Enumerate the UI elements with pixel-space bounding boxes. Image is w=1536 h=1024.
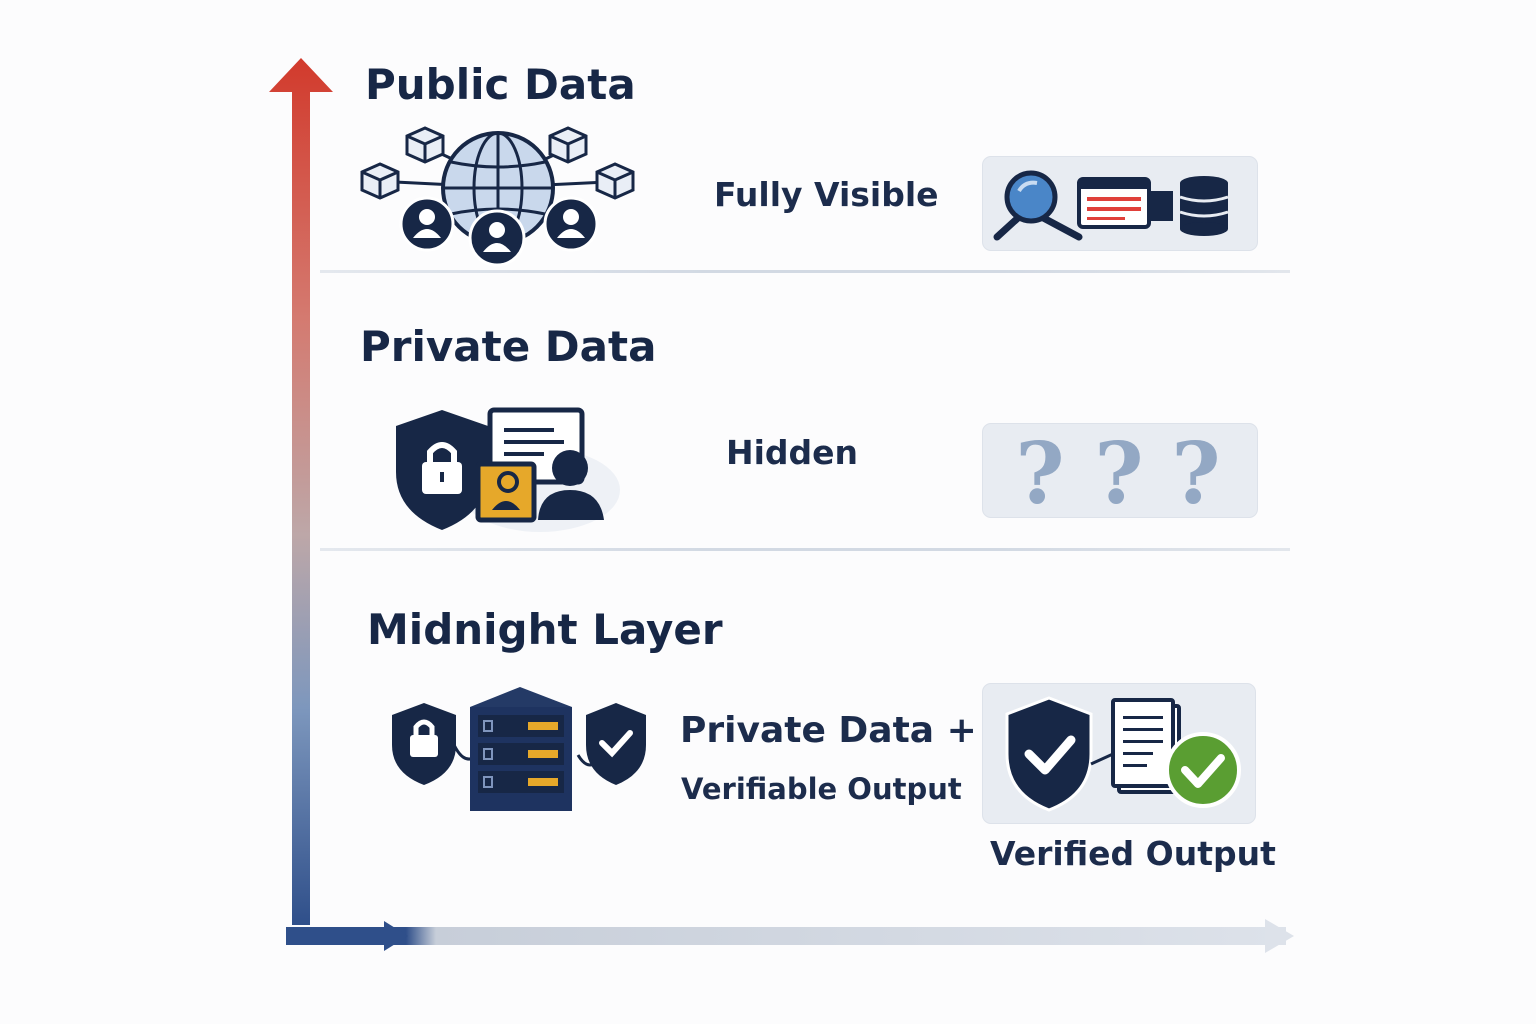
server-icon	[470, 687, 572, 811]
divider-top	[320, 270, 1290, 273]
public-data-panel	[982, 156, 1258, 251]
check-badge-icon	[1167, 734, 1239, 806]
browser-window-icon	[1079, 179, 1173, 227]
question-marks: ? ? ?	[983, 424, 1257, 517]
cube-icon	[597, 164, 633, 198]
user-icon	[545, 198, 597, 250]
public-data-description: Fully Visible	[714, 175, 939, 214]
verified-output-caption: Verified Output	[990, 834, 1276, 873]
divider-middle	[320, 548, 1290, 551]
verified-output-panel	[982, 683, 1256, 824]
user-icon	[401, 198, 453, 250]
user-icon	[470, 211, 524, 265]
private-data-description: Hidden	[726, 433, 858, 472]
magnifier-icon	[997, 173, 1079, 237]
cube-icon	[362, 164, 398, 198]
lock-shield-icon	[392, 703, 456, 785]
midnight-layer-title: Midnight Layer	[367, 605, 723, 654]
hidden-data-panel: ? ? ?	[982, 423, 1258, 518]
private-data-title: Private Data	[360, 322, 656, 371]
midnight-layer-icon	[390, 685, 655, 820]
midnight-description-line2: Verifiable Output	[681, 772, 962, 806]
public-data-title: Public Data	[365, 60, 636, 109]
database-icon	[1180, 176, 1228, 236]
check-shield-icon	[1007, 698, 1091, 810]
check-shield-icon	[586, 703, 646, 785]
midnight-description-line1: Private Data +	[680, 710, 977, 751]
vertical-axis-arrowhead	[269, 58, 333, 925]
horizontal-axis-arrowhead	[1265, 919, 1294, 953]
horizontal-axis-line	[286, 927, 1286, 945]
cube-icon	[550, 128, 586, 162]
globe-network-icon	[355, 120, 640, 270]
private-data-icon	[390, 402, 625, 542]
cube-icon	[407, 128, 443, 162]
